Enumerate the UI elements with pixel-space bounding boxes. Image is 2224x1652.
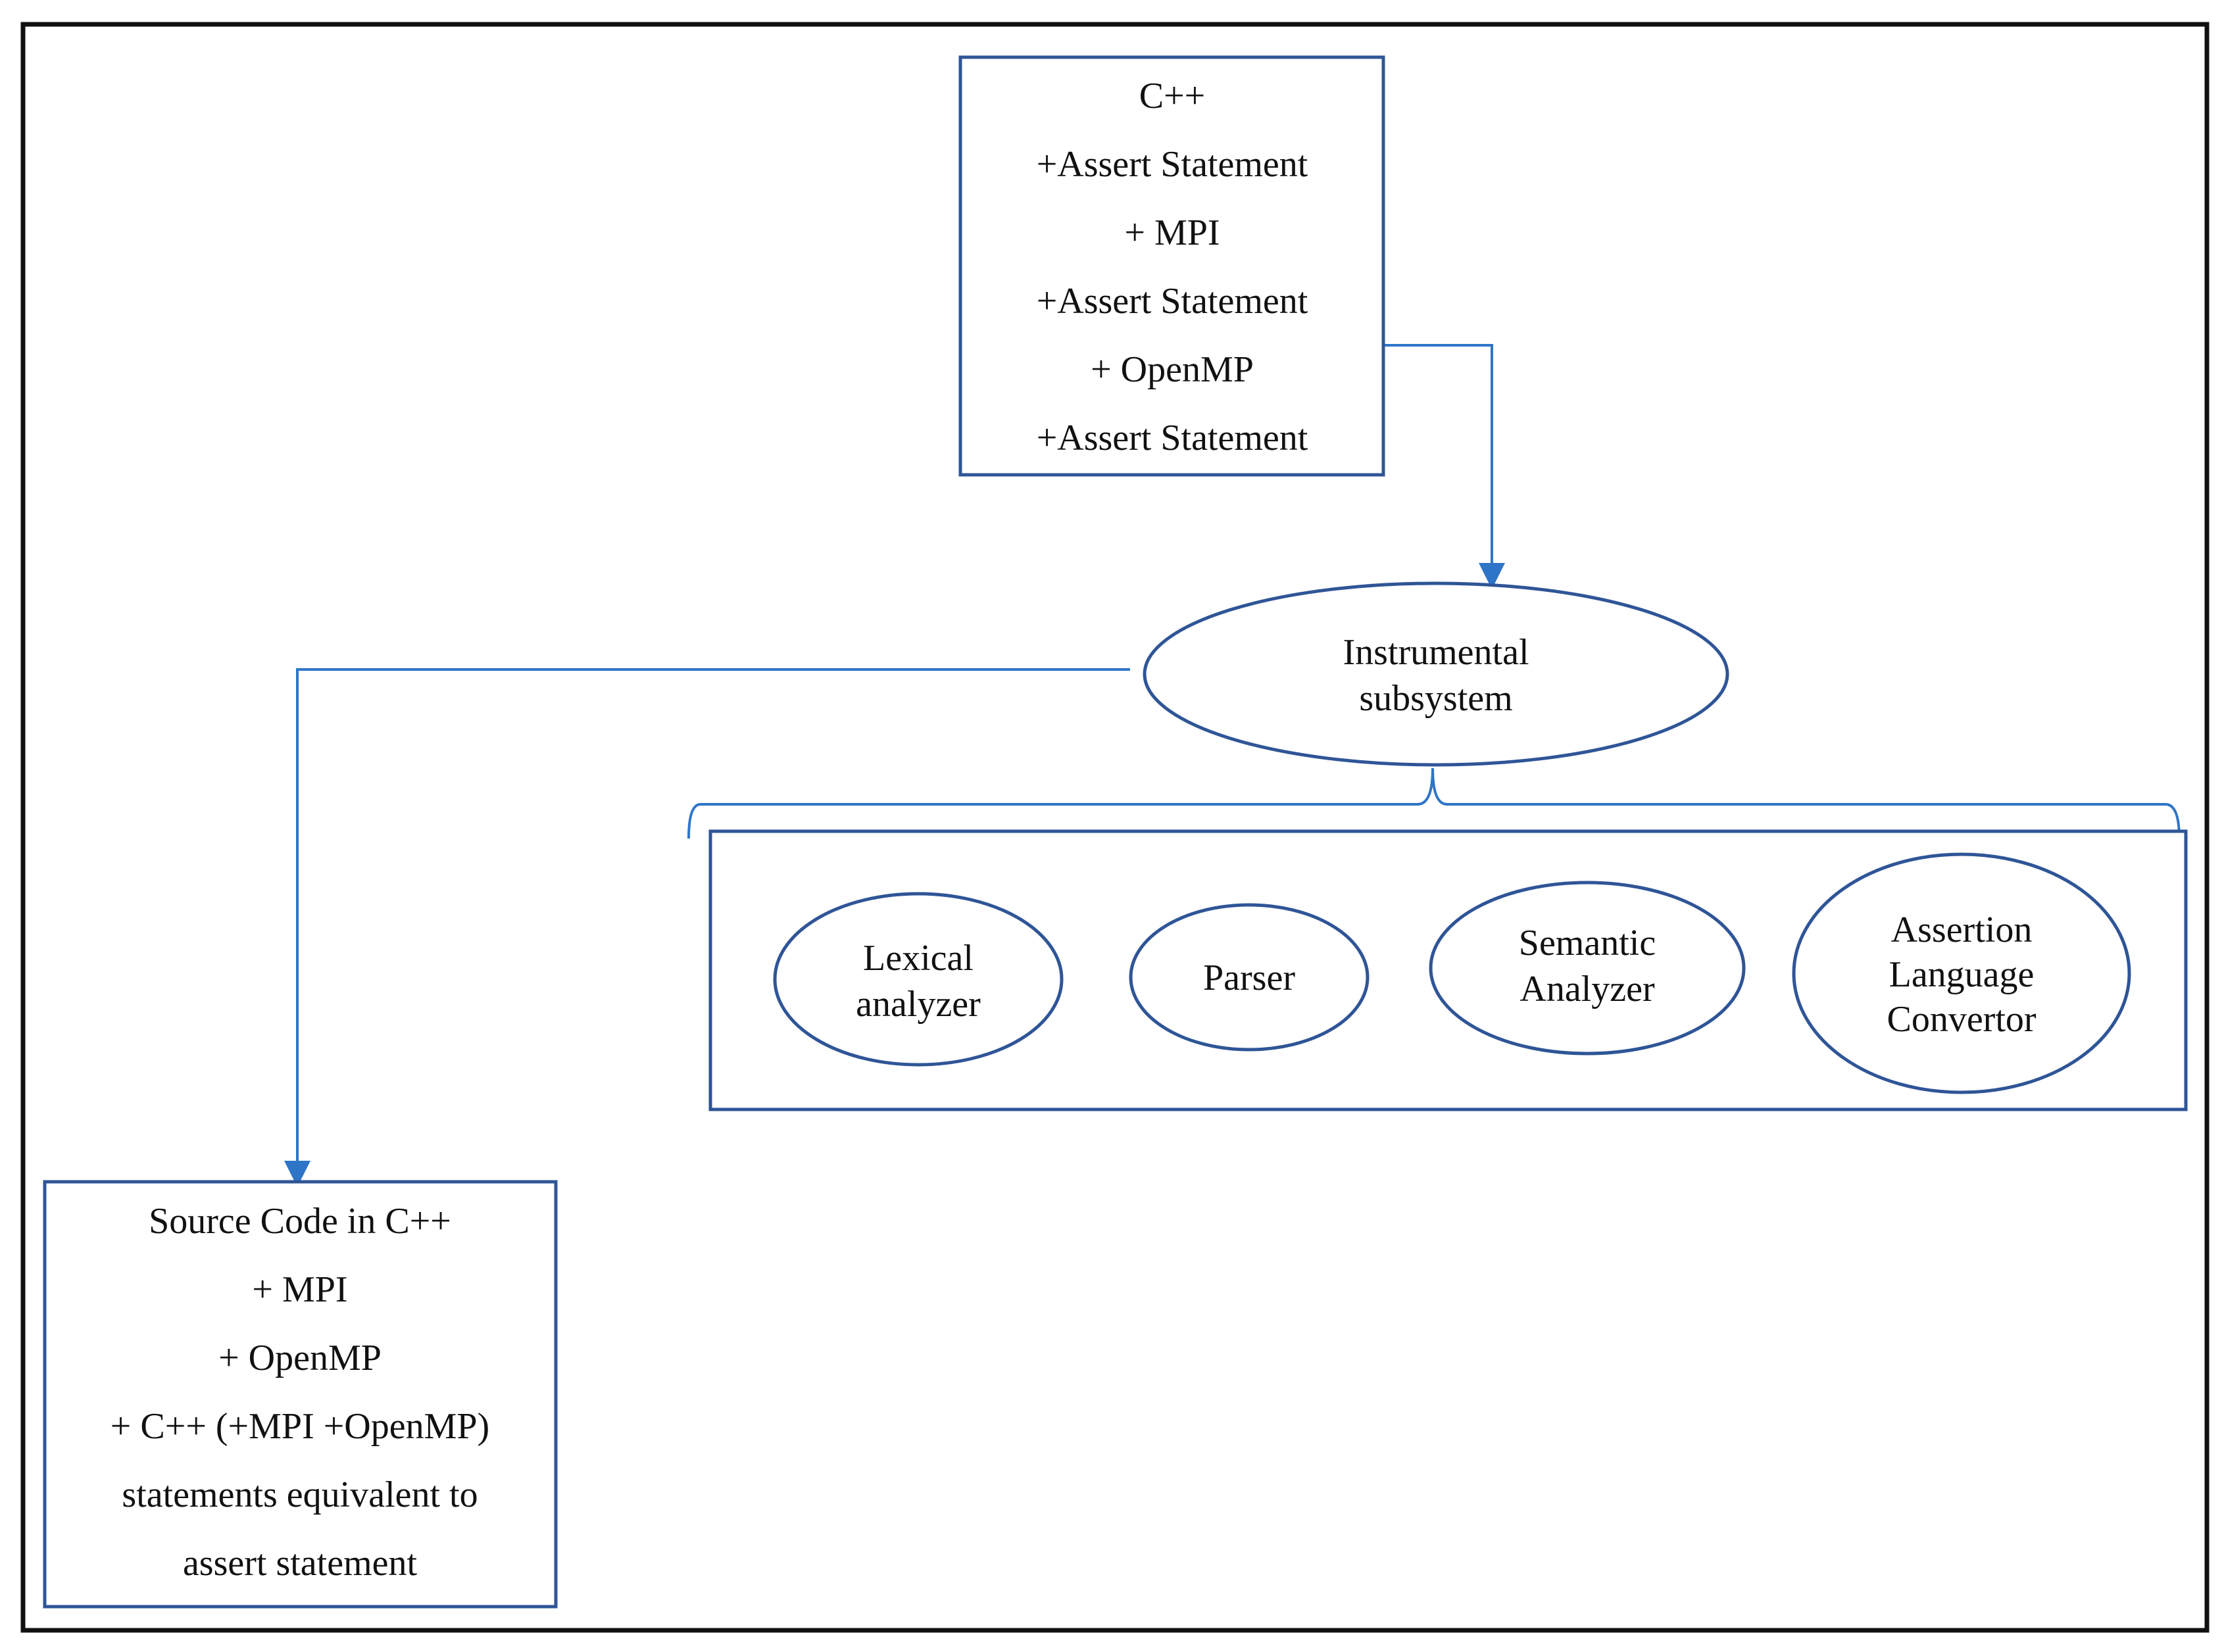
bracket-instrumental-components — [687, 767, 2181, 839]
output-line: assert statement — [183, 1543, 418, 1584]
component-line: analyzer — [856, 984, 981, 1025]
output-line: + OpenMP — [218, 1338, 382, 1378]
output-line: statements equivalent to — [122, 1474, 478, 1515]
instrumental-line: Instrumental — [1343, 632, 1529, 673]
input-line: C++ — [1139, 76, 1206, 116]
connector-instrumental-to-output — [284, 668, 1130, 1187]
connector-input-to-instrumental — [1381, 344, 1505, 589]
component-parser: Parser — [1129, 903, 1370, 1052]
component-lexical-analyzer: Lexical analyzer — [773, 892, 1064, 1067]
component-line: Semantic — [1519, 923, 1656, 963]
instrumental-line: subsystem — [1359, 678, 1512, 719]
input-line: + OpenMP — [1091, 349, 1254, 390]
component-assertion-language-convertor: Assertion Language Convertor — [1792, 852, 2131, 1094]
component-line: Parser — [1203, 958, 1295, 998]
output-line: Source Code in C++ — [149, 1201, 451, 1242]
output-box: Source Code in C++ + MPI + OpenMP + C++ … — [43, 1180, 558, 1609]
component-line: Language — [1889, 954, 2035, 995]
outer-frame — [20, 22, 2210, 1633]
component-semantic-analyzer: Semantic Analyzer — [1429, 881, 1746, 1056]
component-line: Lexical — [863, 938, 974, 979]
output-line: + MPI — [252, 1269, 347, 1310]
instrumental-subsystem: Instrumental subsystem — [1143, 581, 1729, 767]
input-line: +Assert Statement — [1037, 144, 1308, 185]
input-line: + MPI — [1124, 212, 1220, 253]
component-line: Analyzer — [1520, 969, 1655, 1009]
input-line: +Assert Statement — [1037, 281, 1308, 322]
input-line: +Assert Statement — [1037, 418, 1308, 458]
component-line: Convertor — [1887, 999, 2036, 1040]
component-line: Assertion — [1891, 910, 2033, 950]
input-box: C++ +Assert Statement + MPI +Assert Stat… — [958, 55, 1385, 477]
output-line: + C++ (+MPI +OpenMP) — [111, 1406, 489, 1447]
